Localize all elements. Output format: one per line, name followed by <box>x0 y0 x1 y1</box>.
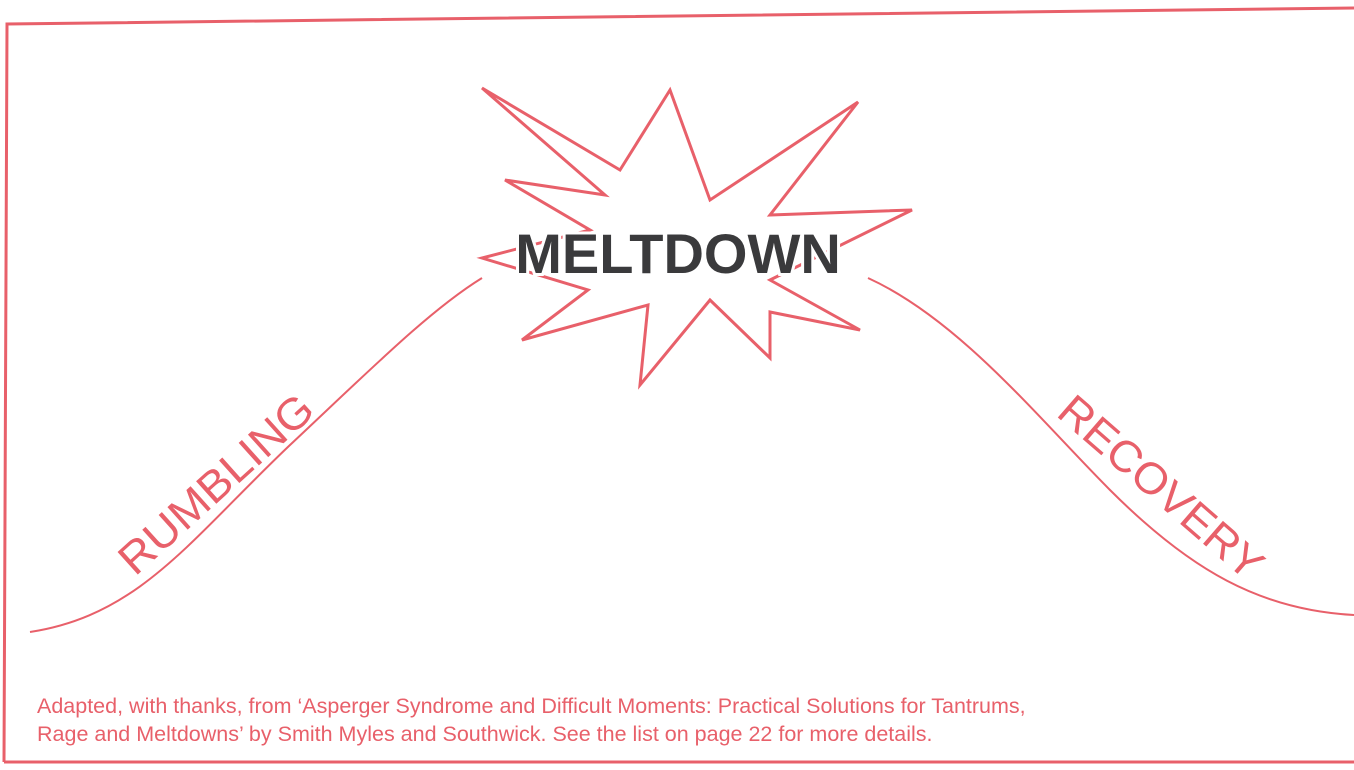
source-caption: Adapted, with thanks, from ‘Asperger Syn… <box>37 692 1307 748</box>
caption-line-2: Rage and Meltdowns’ by Smith Myles and S… <box>37 720 1307 748</box>
meltdown-label: MELTDOWN <box>515 222 841 285</box>
border-frame <box>4 8 1354 762</box>
rumbling-label: RUMBLING <box>109 384 324 584</box>
recovery-label: RECOVERY <box>1048 386 1273 590</box>
caption-line-1: Adapted, with thanks, from ‘Asperger Syn… <box>37 692 1307 720</box>
